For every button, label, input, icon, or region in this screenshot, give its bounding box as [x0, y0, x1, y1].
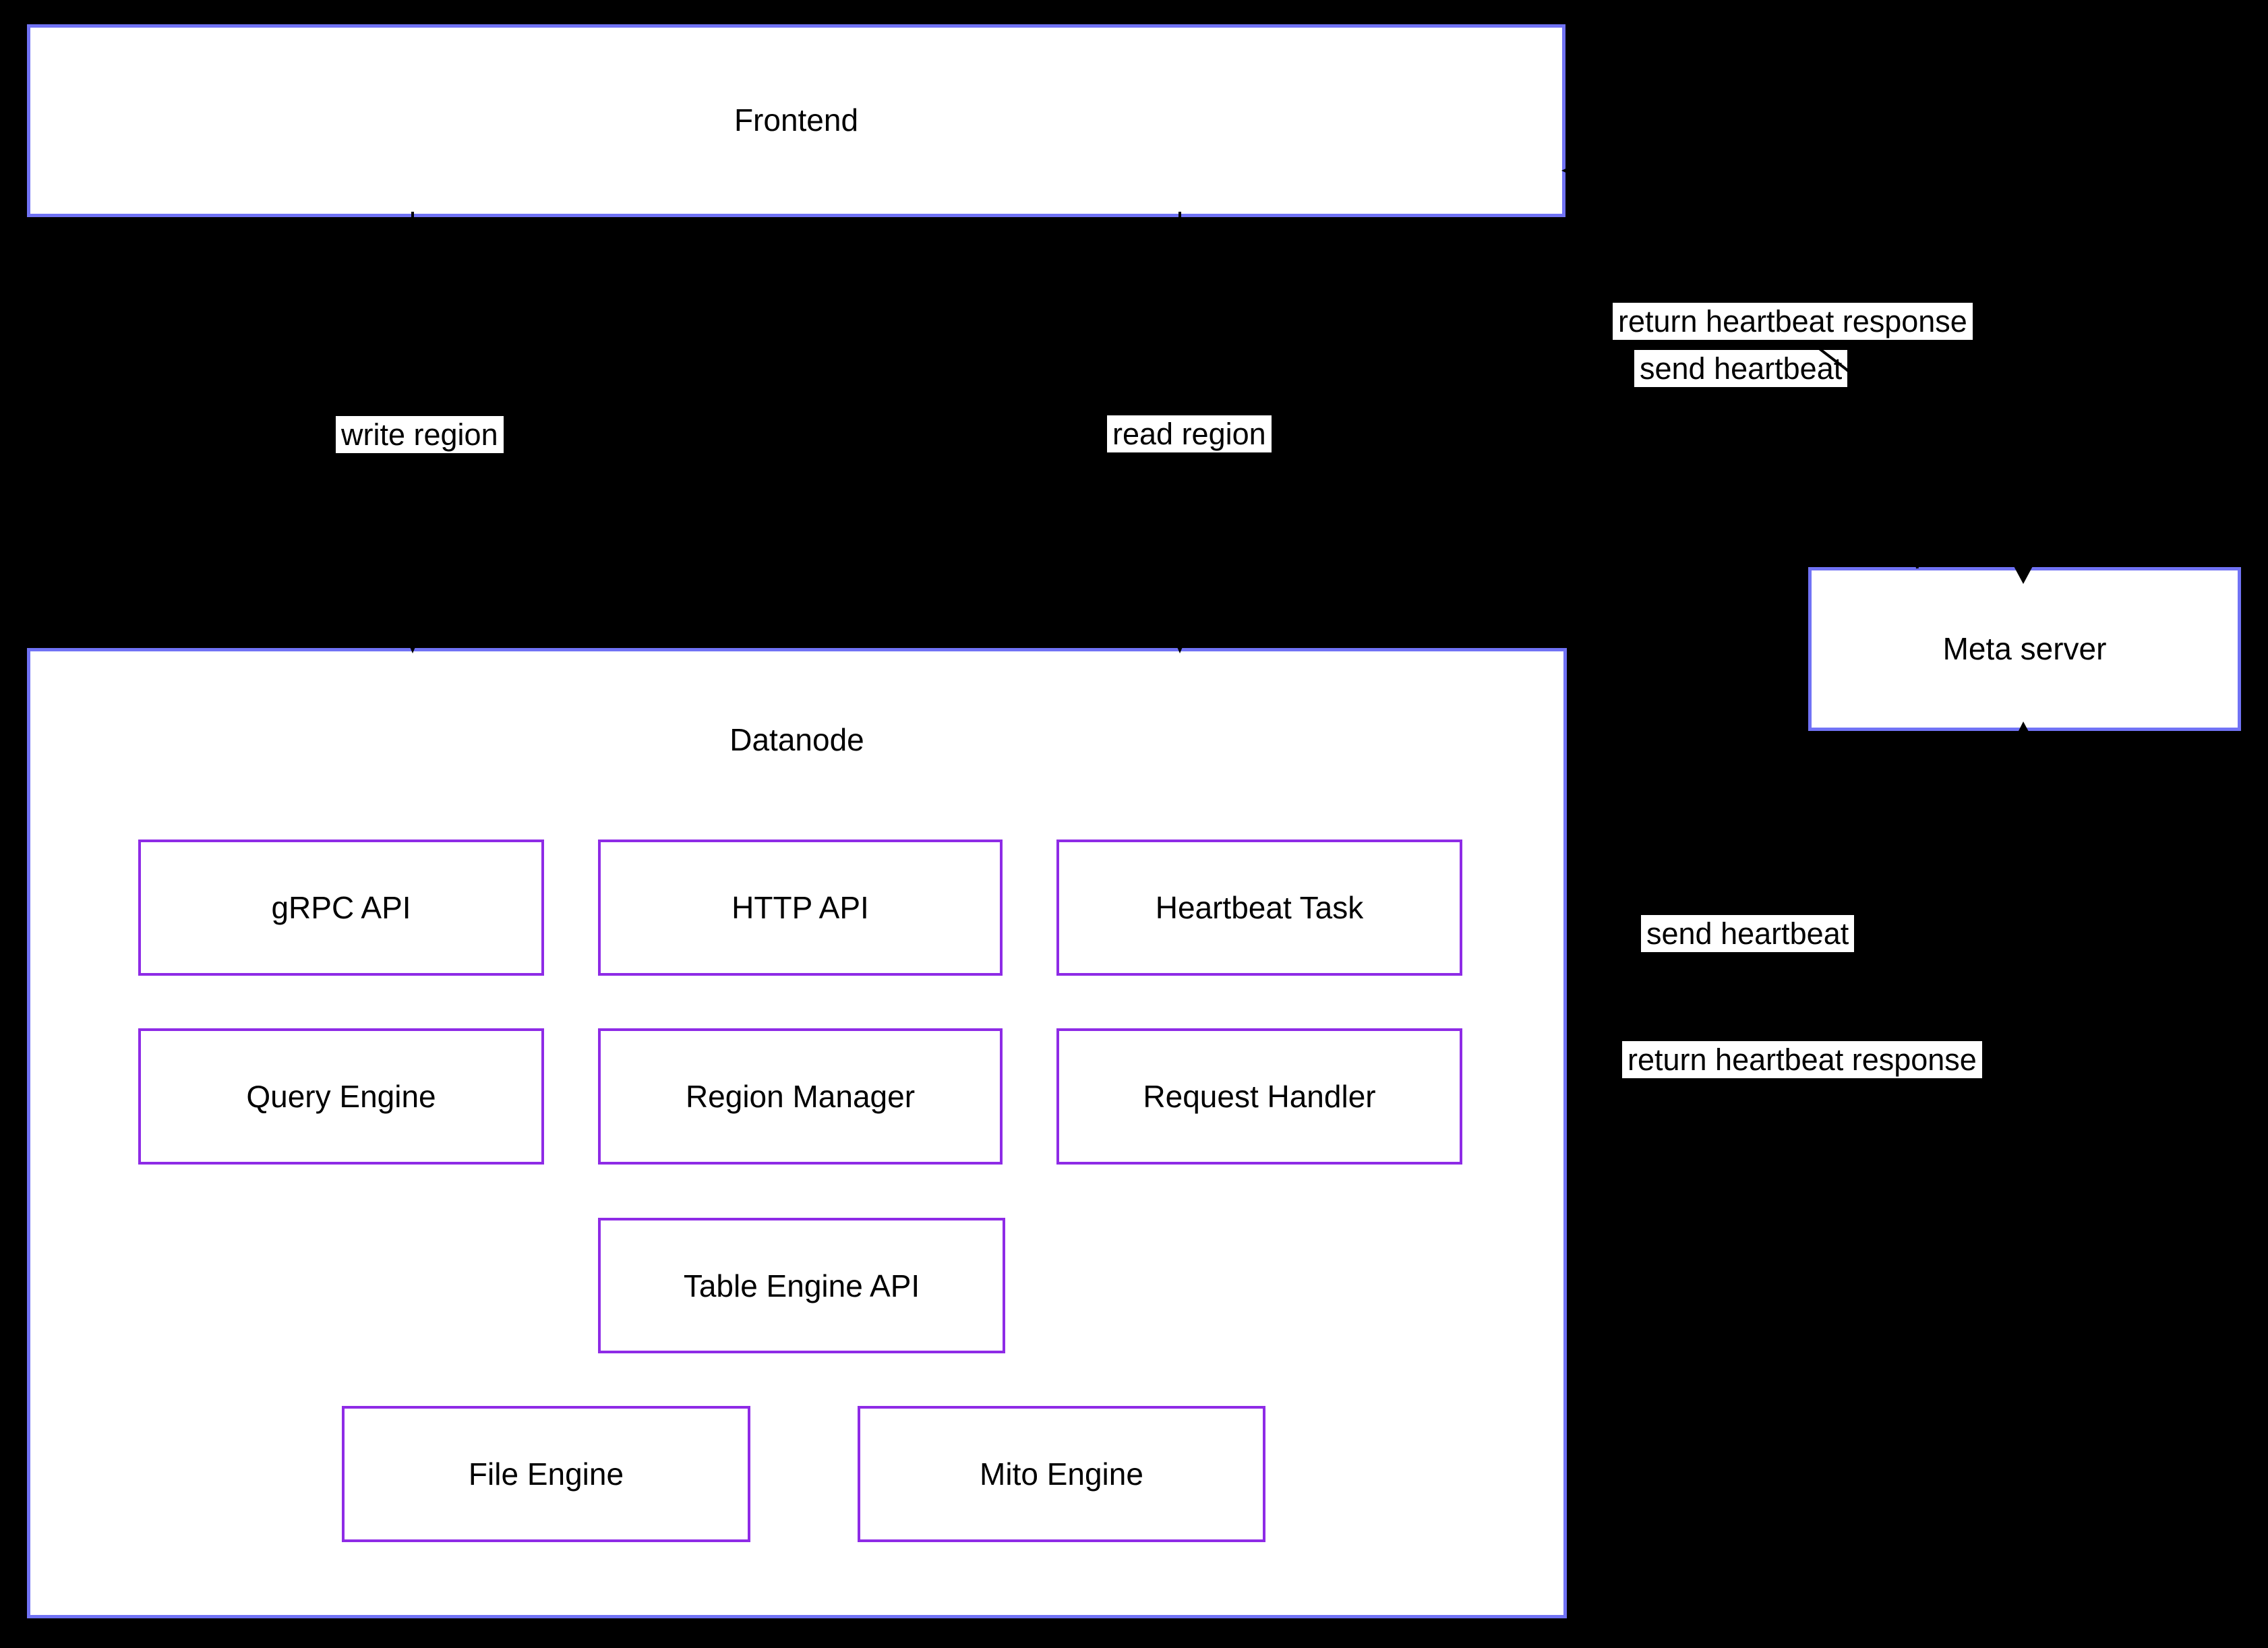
- mito-engine-label: Mito Engine: [980, 1456, 1143, 1492]
- query-engine-box: Query Engine: [138, 1028, 544, 1165]
- send-heartbeat-frontend-label: send heartbeat: [1634, 350, 1848, 388]
- query-engine-label: Query Engine: [246, 1079, 436, 1114]
- http-api-label: HTTP API: [732, 890, 869, 925]
- meta-server-label: Meta server: [1942, 630, 2107, 666]
- request-handler-box: Request Handler: [1056, 1028, 1462, 1165]
- send-heartbeat-datanode-label: send heartbeat: [1641, 915, 1855, 953]
- heartbeat-task-label: Heartbeat Task: [1155, 890, 1364, 925]
- region-manager-label: Region Manager: [685, 1079, 916, 1114]
- request-handler-label: Request Handler: [1143, 1079, 1376, 1114]
- heartbeat-task-box: Heartbeat Task: [1056, 840, 1462, 976]
- frontend-label: Frontend: [734, 102, 859, 138]
- mito-engine-box: Mito Engine: [858, 1406, 1265, 1542]
- return-heartbeat-frontend-label: return heartbeat response: [1613, 303, 1973, 341]
- table-engine-api-label: Table Engine API: [683, 1268, 920, 1303]
- grpc-api-label: gRPC API: [271, 890, 411, 925]
- grpc-api-box: gRPC API: [138, 840, 544, 976]
- datanode-label: Datanode: [729, 722, 864, 757]
- read-region-label: read region: [1107, 415, 1272, 453]
- send-heartbeat-datanode-edge: [1568, 730, 2025, 945]
- return-heartbeat-datanode-label: return heartbeat response: [1622, 1041, 1982, 1079]
- write-region-label: write region: [336, 416, 504, 454]
- return-heartbeat-datanode-edge: [1575, 734, 1915, 1336]
- meta-server-node: Meta server: [1808, 567, 2241, 731]
- frontend-node: Frontend: [27, 24, 1565, 217]
- table-engine-api-box: Table Engine API: [598, 1218, 1005, 1353]
- datanode-node: Datanode gRPC API HTTP API Heartbeat Tas…: [27, 648, 1567, 1618]
- region-manager-box: Region Manager: [598, 1028, 1003, 1165]
- return-heartbeat-datanode-arrowhead-icon: [1568, 1324, 1583, 1349]
- http-api-box: HTTP API: [598, 840, 1003, 976]
- file-engine-box: File Engine: [342, 1406, 750, 1542]
- file-engine-label: File Engine: [468, 1456, 624, 1492]
